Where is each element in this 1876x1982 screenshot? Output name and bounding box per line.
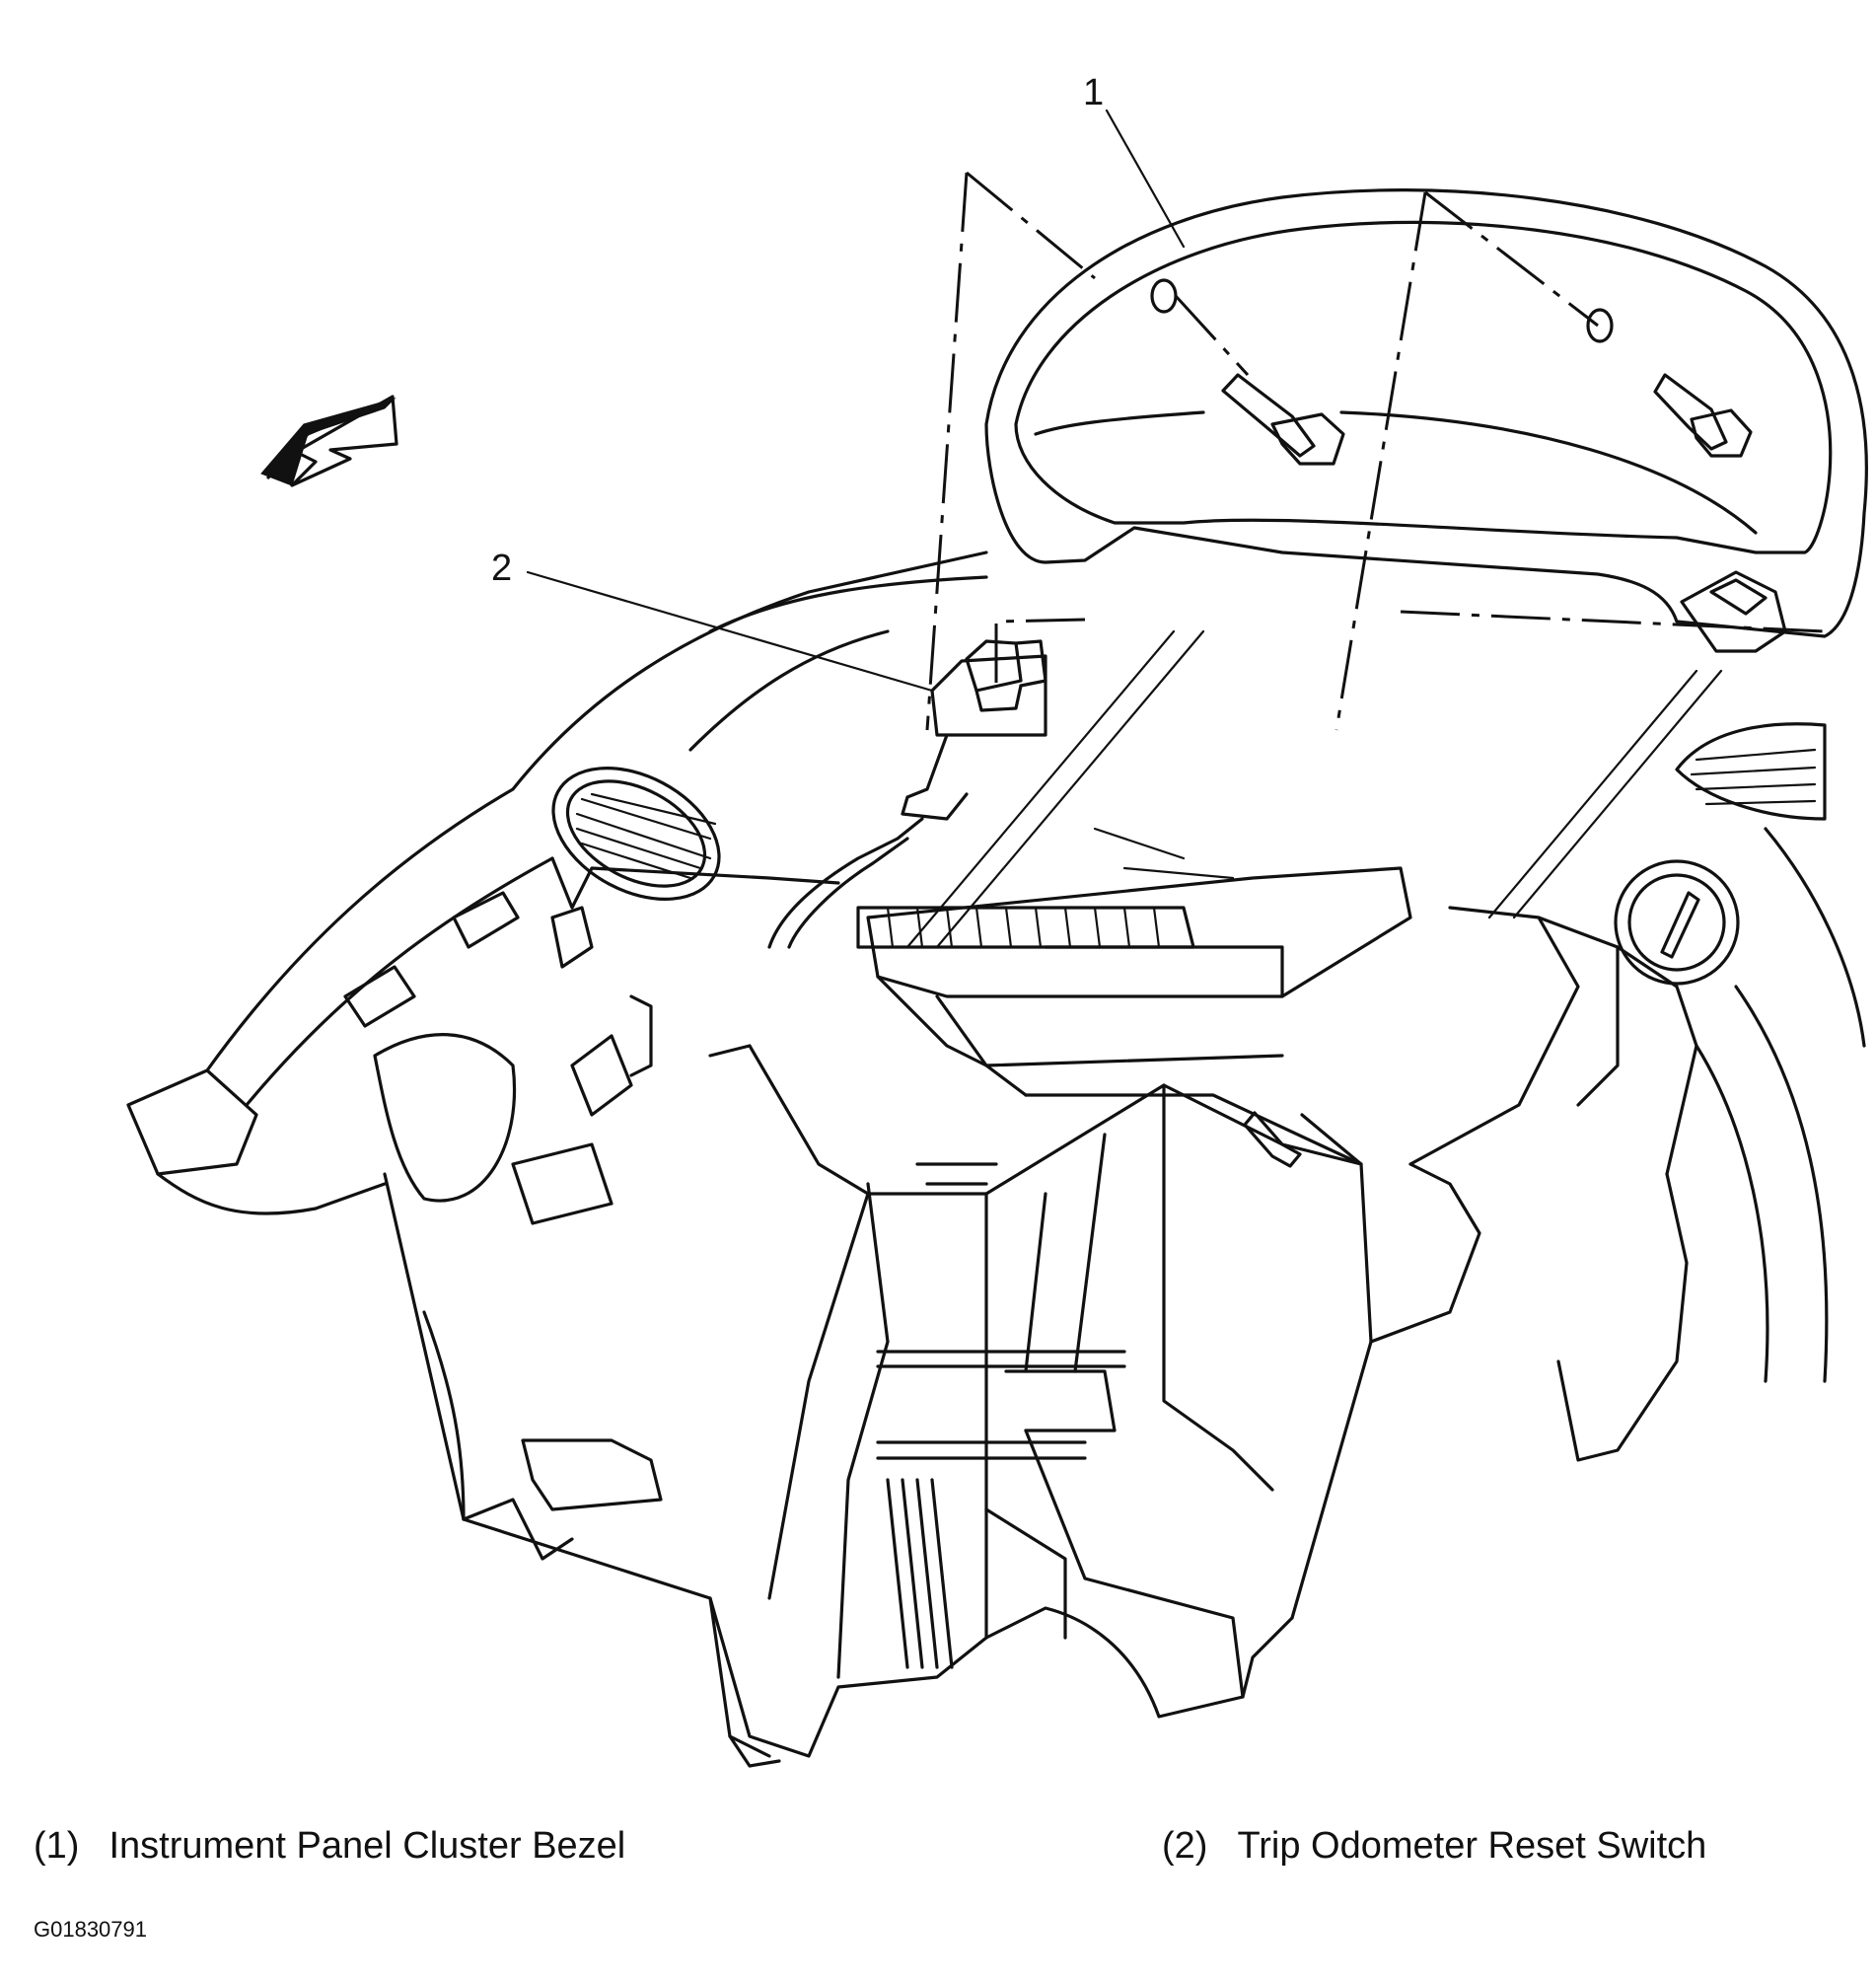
callouts: 1 2	[491, 72, 1186, 693]
wiring-harness	[856, 906, 1195, 1669]
bolt-icon	[1221, 373, 1753, 1168]
cluster-bezel	[984, 188, 1868, 653]
right-vent	[1614, 722, 1827, 986]
legend-number-2: (2)	[1162, 1825, 1208, 1867]
legend-item-2: (2) Trip Odometer Reset Switch	[1162, 1827, 1706, 1865]
callout-2: 2	[491, 548, 512, 589]
legend-label-2: Trip Odometer Reset Switch	[1237, 1825, 1707, 1867]
left-vent	[551, 767, 721, 901]
leader-1	[1105, 109, 1186, 249]
fastener-lines	[905, 629, 1723, 949]
direction-arrow-icon	[260, 395, 398, 487]
figure-id: G01830791	[34, 1917, 147, 1942]
legend-label-1: Instrument Panel Cluster Bezel	[108, 1825, 626, 1867]
instrument-panel-carrier	[126, 551, 1866, 1768]
trip-odometer-reset-switch	[767, 639, 1047, 949]
leader-2	[526, 570, 934, 693]
legend-item-1: (1) Instrument Panel Cluster Bezel	[34, 1827, 625, 1865]
callout-1: 1	[1083, 72, 1104, 113]
assembly-lines	[925, 171, 1826, 731]
legend-number-1: (1)	[34, 1825, 80, 1867]
